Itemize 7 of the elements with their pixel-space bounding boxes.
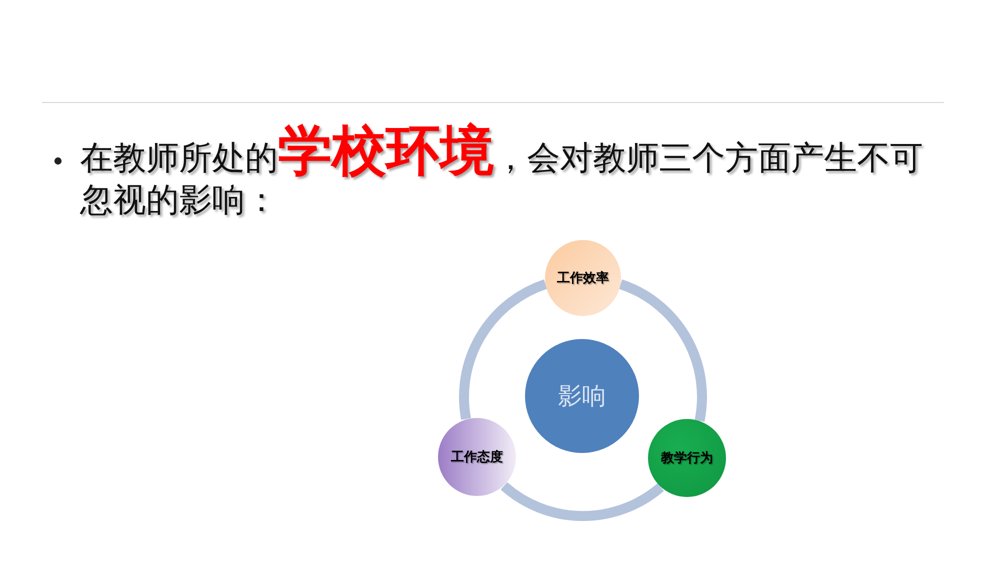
node-label: 教学行为 xyxy=(661,450,713,467)
node-label: 影响 xyxy=(558,381,606,412)
bullet-text: 在教师所处的学校环境，会对教师三个方面产生不可忽视的影响： xyxy=(80,118,924,221)
node-label: 工作效率 xyxy=(557,270,609,287)
node-label: 工作态度 xyxy=(451,448,503,466)
ring-arc xyxy=(459,279,548,420)
ring-arc xyxy=(618,279,707,422)
